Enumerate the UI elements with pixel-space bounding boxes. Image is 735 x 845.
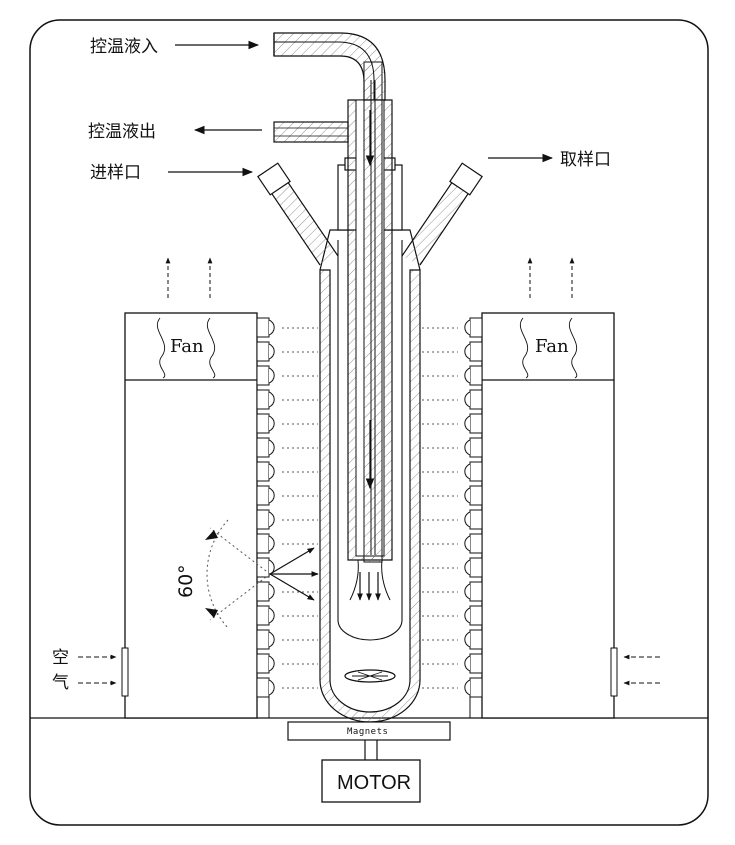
right-housing bbox=[481, 312, 615, 719]
coolant-out-label: 控温液出 bbox=[88, 122, 156, 142]
motor-box bbox=[321, 759, 421, 803]
fan-right-label: Fan bbox=[535, 336, 569, 357]
emission-angle bbox=[205, 519, 319, 629]
field-lines bbox=[282, 327, 458, 689]
right-air-slot bbox=[610, 647, 618, 697]
magnets-bar bbox=[287, 721, 451, 741]
angle-label: 60° bbox=[175, 564, 197, 598]
outer-frame bbox=[29, 19, 709, 826]
sample-outlet-label: 取样口 bbox=[560, 150, 611, 170]
flow-arrows bbox=[349, 110, 391, 601]
air-label-2: 气 bbox=[52, 673, 69, 693]
sample-inlet-label: 进样口 bbox=[90, 163, 141, 183]
left-coils bbox=[256, 317, 275, 718]
fan-left-label: Fan bbox=[170, 336, 204, 357]
magnets-label: Magnets bbox=[347, 727, 388, 737]
air-label-1: 空 bbox=[52, 648, 69, 668]
cold-finger bbox=[337, 61, 403, 641]
left-housing bbox=[124, 312, 258, 719]
coolant-in-label: 控温液入 bbox=[90, 37, 158, 57]
right-coils bbox=[464, 317, 483, 718]
coolant-outlet-tube bbox=[273, 121, 349, 143]
sample-outlet-port bbox=[401, 162, 483, 266]
stir-bar bbox=[344, 669, 396, 683]
motor-label: MOTOR bbox=[337, 772, 411, 794]
sample-inlet-port bbox=[257, 162, 339, 266]
coolant-inlet-tube bbox=[273, 32, 386, 101]
left-air-slot bbox=[121, 647, 129, 697]
